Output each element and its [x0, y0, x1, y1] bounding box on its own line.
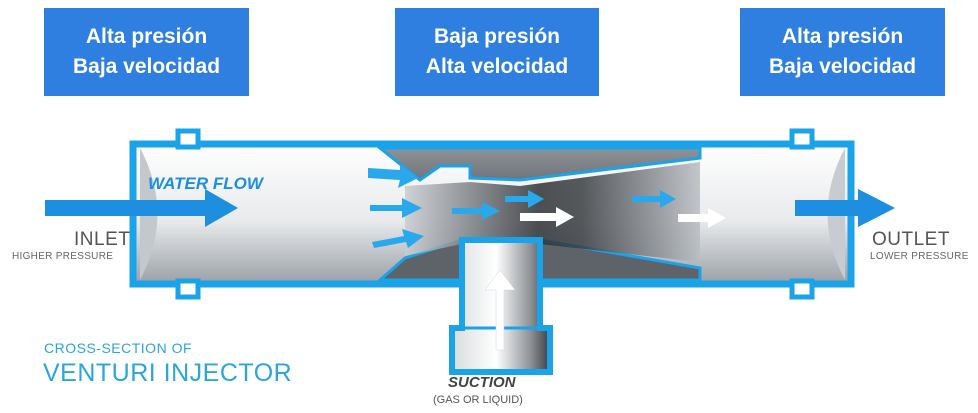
label-box-throat: Baja presión Alta velocidad [395, 8, 599, 96]
label-box-line1: Baja presión [433, 25, 561, 48]
inlet-arrow-icon [45, 189, 238, 227]
suction-sub-label: (GAS OR LIQUID) [433, 394, 523, 406]
label-box-line1: Alta presión [85, 25, 208, 48]
inlet-sub-label: HIGHER PRESSURE [12, 251, 114, 262]
label-box-line1: Alta presión [781, 25, 904, 48]
flow-arrows [45, 164, 895, 351]
label-box-inlet: Alta presión Baja velocidad [44, 8, 249, 96]
outlet-sub-label: LOWER PRESSURE [870, 251, 969, 262]
flow-arrow-icon [368, 164, 418, 188]
label-box-outlet: Alta presión Baja velocidad [740, 8, 945, 96]
label-box-line2: Alta velocidad [425, 55, 569, 78]
label-box-line2: Baja velocidad [72, 55, 221, 78]
flow-arrow-icon [370, 198, 422, 218]
flow-arrow-icon [372, 229, 424, 248]
outlet-label: OUTLET [872, 229, 950, 250]
caption-line1: CROSS-SECTION OF [44, 340, 193, 356]
outlet-arrow-icon [795, 189, 895, 227]
water-flow-label: WATER FLOW [148, 174, 263, 193]
suction-label: SUCTION [448, 374, 516, 391]
flow-arrow-icon [452, 202, 500, 220]
flow-arrow-icon [678, 208, 726, 228]
flow-arrow-icon [505, 190, 544, 208]
inlet-label: INLET [74, 229, 131, 250]
caption-line2: VENTURI INJECTOR [43, 359, 293, 387]
flow-arrow-icon [632, 190, 676, 208]
flow-arrow-icon [520, 207, 574, 227]
label-box-line2: Baja velocidad [768, 55, 917, 78]
suction-arrow-icon [484, 269, 516, 351]
